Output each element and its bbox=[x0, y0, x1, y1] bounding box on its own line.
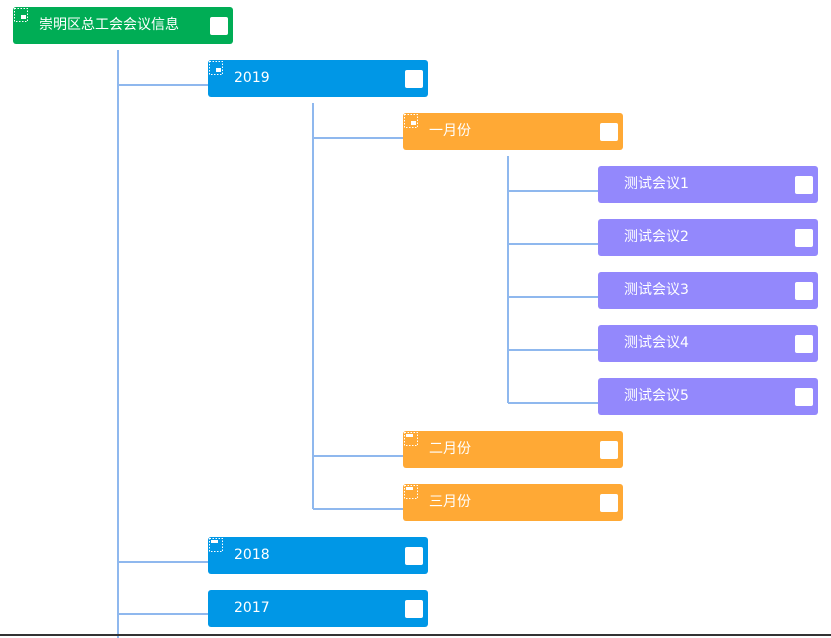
tree-node-label: 测试会议5 bbox=[624, 388, 689, 404]
node-checkbox[interactable] bbox=[405, 70, 423, 88]
toggle-collapse-icon[interactable] bbox=[209, 61, 223, 75]
node-checkbox[interactable] bbox=[600, 494, 618, 512]
tree-connector-meeting-2 bbox=[508, 243, 598, 245]
toggle-expand-icon[interactable] bbox=[209, 538, 223, 552]
node-checkbox[interactable] bbox=[405, 600, 423, 618]
tree-connector-month-1 bbox=[313, 137, 403, 139]
tree-connector-meeting-4 bbox=[508, 349, 598, 351]
tree-connector-meeting-5 bbox=[508, 402, 598, 404]
node-checkbox[interactable] bbox=[795, 282, 813, 300]
tree-connector-root bbox=[117, 50, 119, 638]
tree-node-label: 测试会议2 bbox=[624, 229, 689, 245]
tree-node-meeting-3[interactable]: 测试会议3 bbox=[598, 272, 818, 309]
tree-node-meeting-4[interactable]: 测试会议4 bbox=[598, 325, 818, 362]
tree-connector-2019 bbox=[118, 84, 208, 86]
node-checkbox[interactable] bbox=[795, 335, 813, 353]
tree-node-month-3[interactable]: 三月份 bbox=[403, 484, 623, 521]
tree-node-label: 三月份 bbox=[429, 494, 471, 510]
bottom-divider bbox=[0, 634, 831, 636]
tree-connector-2017 bbox=[118, 613, 208, 615]
tree-node-label: 测试会议4 bbox=[624, 335, 689, 351]
node-checkbox[interactable] bbox=[210, 17, 228, 35]
toggle-expand-icon[interactable] bbox=[404, 432, 418, 446]
tree-node-root[interactable]: 崇明区总工会会议信息 bbox=[13, 7, 233, 44]
tree-node-year-2019[interactable]: 2019 bbox=[208, 60, 428, 97]
tree-connector-month1-children bbox=[507, 156, 509, 403]
tree-node-meeting-2[interactable]: 测试会议2 bbox=[598, 219, 818, 256]
toggle-collapse-icon[interactable] bbox=[14, 8, 28, 22]
tree-node-month-2[interactable]: 二月份 bbox=[403, 431, 623, 468]
tree-connector-2019-children bbox=[312, 103, 314, 509]
node-checkbox[interactable] bbox=[795, 388, 813, 406]
node-checkbox[interactable] bbox=[405, 547, 423, 565]
tree-node-label: 测试会议1 bbox=[624, 176, 689, 192]
tree-node-label: 2019 bbox=[234, 70, 270, 86]
toggle-expand-icon[interactable] bbox=[404, 485, 418, 499]
tree-node-meeting-1[interactable]: 测试会议1 bbox=[598, 166, 818, 203]
node-checkbox[interactable] bbox=[795, 229, 813, 247]
tree-connector-meeting-3 bbox=[508, 296, 598, 298]
node-checkbox[interactable] bbox=[600, 441, 618, 459]
tree-node-meeting-5[interactable]: 测试会议5 bbox=[598, 378, 818, 415]
tree-connector-2018 bbox=[118, 561, 208, 563]
tree-node-month-1[interactable]: 一月份 bbox=[403, 113, 623, 150]
tree-node-label: 崇明区总工会会议信息 bbox=[39, 17, 179, 33]
tree-node-label: 2017 bbox=[234, 600, 270, 616]
node-checkbox[interactable] bbox=[600, 123, 618, 141]
tree-node-label: 二月份 bbox=[429, 441, 471, 457]
tree-node-label: 测试会议3 bbox=[624, 282, 689, 298]
tree-node-year-2018[interactable]: 2018 bbox=[208, 537, 428, 574]
tree-node-year-2017[interactable]: 2017 bbox=[208, 590, 428, 627]
node-checkbox[interactable] bbox=[795, 176, 813, 194]
tree-node-label: 2018 bbox=[234, 547, 270, 563]
tree-node-label: 一月份 bbox=[429, 123, 471, 139]
tree-connector-meeting-1 bbox=[508, 190, 598, 192]
tree-connector-month-2 bbox=[313, 455, 403, 457]
tree-connector-month-3 bbox=[313, 508, 403, 510]
toggle-collapse-icon[interactable] bbox=[404, 114, 418, 128]
